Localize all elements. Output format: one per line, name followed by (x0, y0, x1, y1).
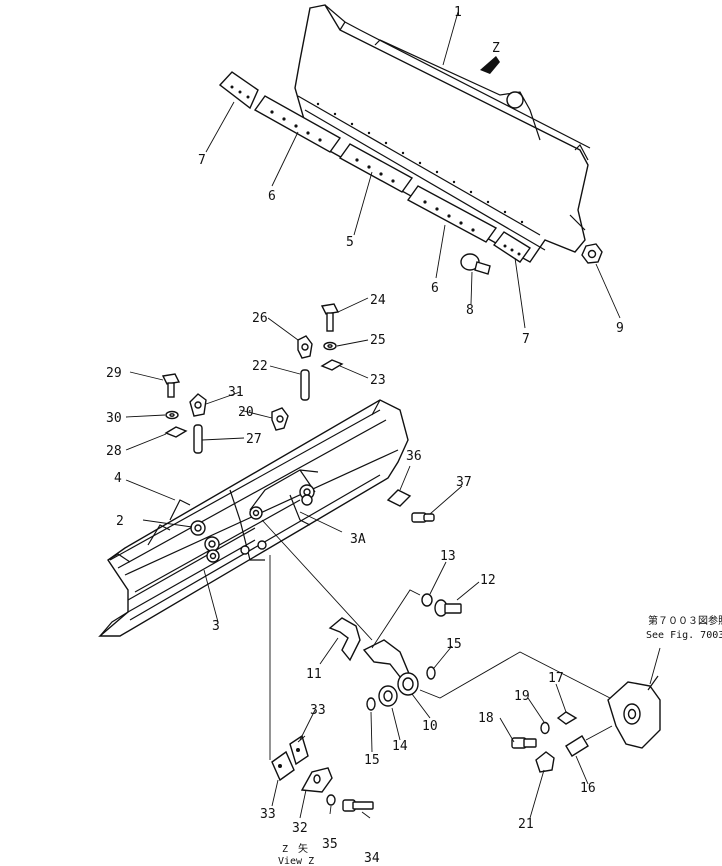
washer (323, 341, 337, 351)
part-number: 7 (198, 153, 206, 168)
part-number-labels: 1 2 3 3A 4 5 6 6 7 7 8 9 10 11 12 13 14 … (106, 5, 624, 866)
part-number: 36 (406, 449, 422, 464)
washer (421, 593, 433, 607)
part-number: 10 (422, 719, 438, 734)
part-number: 34 (364, 851, 380, 866)
figure-reference-en: See Fig. 7003 (646, 630, 722, 641)
part-number: 22 (252, 359, 268, 374)
pin (565, 725, 613, 757)
bolt (434, 599, 462, 617)
part-number: 26 (252, 311, 268, 326)
part-number: 21 (518, 817, 534, 832)
pin (193, 424, 203, 454)
grease-fitting (271, 407, 289, 431)
cutting-edge-center (338, 143, 414, 193)
part-number: 18 (478, 711, 494, 726)
grease-fitting (297, 335, 313, 359)
bracket (328, 617, 361, 662)
part-number: 15 (364, 753, 380, 768)
part-number: 17 (548, 671, 564, 686)
washer (366, 697, 376, 711)
grease-fitting (189, 393, 207, 417)
bolt (511, 737, 537, 749)
end-bit-right-upper (492, 231, 532, 263)
part-number: 2 (116, 514, 124, 529)
part-number: 6 (431, 281, 439, 296)
plow-bolt (460, 253, 491, 275)
part-number: 31 (228, 385, 244, 400)
lock-plate (320, 359, 344, 371)
washer (165, 410, 179, 420)
part-number: 3 (212, 619, 220, 634)
washer (426, 666, 436, 680)
part-number: 27 (246, 432, 262, 447)
part-number: 6 (268, 189, 276, 204)
part-number: 16 (580, 781, 596, 796)
part-number: 28 (106, 444, 122, 459)
view-z-arrow: Z (480, 41, 500, 74)
pin (300, 369, 310, 401)
view-marker-label: Z (492, 41, 500, 56)
part-number: 9 (616, 321, 624, 336)
part-number: 35 (322, 837, 338, 852)
lock-plate (164, 426, 188, 438)
washer (540, 721, 550, 735)
view-z-detail (271, 734, 374, 812)
cutting-edge-right (406, 185, 498, 243)
bushing (378, 685, 398, 707)
part-number: 3A (350, 532, 366, 547)
part-number: 8 (466, 303, 474, 318)
part-number: 14 (392, 739, 408, 754)
view-caption-line1: Z 矢 (282, 842, 308, 855)
part-number: 4 (114, 471, 122, 486)
part-number: 19 (514, 689, 530, 704)
bolt (161, 373, 181, 398)
part-number: 15 (446, 637, 462, 652)
part-number: 23 (370, 373, 386, 388)
blade-lower (98, 399, 409, 637)
part-number: 32 (292, 821, 308, 836)
part-number: 37 (456, 475, 472, 490)
bolt (320, 303, 340, 332)
part-number: 29 (106, 366, 122, 381)
part-number: 1 (454, 5, 462, 20)
leader-lines (125, 11, 661, 819)
part-number: 11 (306, 667, 322, 682)
lock-plate (556, 711, 578, 725)
figure-reference-note: 第７００３図参照 See Fig. 7003 (646, 614, 722, 641)
blade-upper (294, 4, 591, 263)
part-number: 25 (370, 333, 386, 348)
figure-reference-jp: 第７００３図参照 (648, 614, 722, 627)
bolt (411, 512, 435, 523)
grease-fitting (535, 751, 555, 773)
cutting-edge-left (253, 95, 342, 153)
view-caption-line2: View Z (278, 856, 314, 866)
part-number: 30 (106, 411, 122, 426)
cover-plate (386, 489, 412, 507)
part-number: 20 (238, 405, 254, 420)
part-number: 12 (480, 573, 496, 588)
view-caption: Z 矢 View Z (278, 842, 314, 866)
part-number: 24 (370, 293, 386, 308)
end-bit-left-upper (218, 71, 259, 110)
brace-rod (362, 639, 419, 696)
cylinder-bracket (607, 675, 661, 749)
hex-nut (581, 243, 603, 264)
part-number: 33 (260, 807, 276, 822)
part-number: 13 (440, 549, 456, 564)
part-number: 33 (310, 703, 326, 718)
part-number: 5 (346, 235, 354, 250)
part-number: 7 (522, 332, 530, 347)
